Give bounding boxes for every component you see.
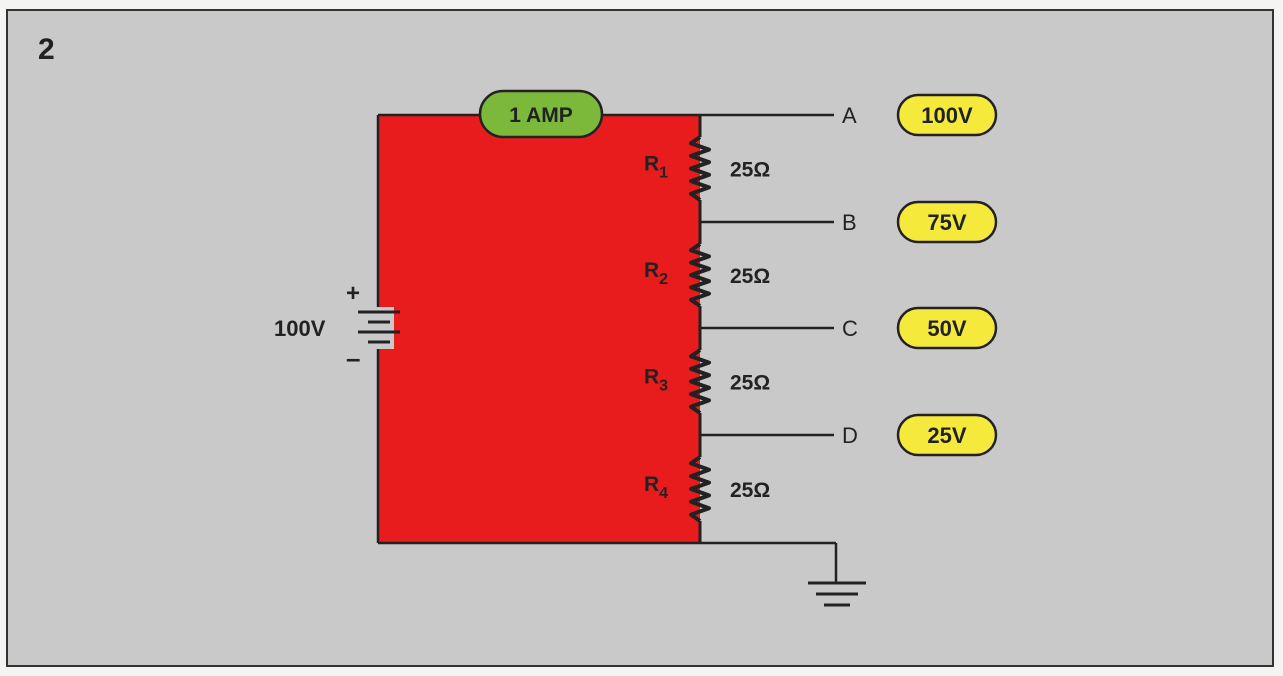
resistor-value: 25Ω	[730, 159, 770, 182]
voltage-badge	[896, 200, 998, 244]
voltage-badge	[896, 306, 998, 350]
current-label: 1 AMP	[509, 104, 572, 127]
tap-voltage-label: 50V	[927, 316, 966, 341]
battery-plus: +	[346, 280, 360, 307]
resistor-name: R3	[644, 366, 668, 395]
resistor-icon	[689, 135, 711, 202]
tap-point-label: D	[842, 423, 858, 448]
resistor-icon	[689, 242, 711, 308]
ground-icon	[808, 581, 866, 607]
tap-point-label: C	[842, 316, 858, 341]
circuit-fill	[378, 115, 700, 543]
resistor-name: R1	[644, 153, 668, 182]
voltage-badge	[896, 93, 998, 137]
current-badge: 1 AMP	[478, 89, 604, 139]
resistor-chain: R1 25Ω R2 25Ω R3 25Ω R4 25Ω A 100V B 75V C 50V D 25V	[644, 93, 998, 543]
figure-number: 2	[38, 33, 55, 66]
resistor-name: R4	[644, 473, 668, 502]
battery-minus: –	[346, 343, 360, 373]
voltage-badge	[896, 413, 998, 457]
resistor-name: R2	[644, 259, 668, 288]
battery-icon	[358, 307, 400, 349]
tap-voltage-label: 75V	[927, 210, 966, 235]
battery-voltage: 100V	[274, 316, 326, 341]
resistor-icon	[689, 455, 711, 523]
tap-point-label: A	[842, 103, 857, 128]
resistor-value: 25Ω	[730, 479, 770, 502]
resistor-value: 25Ω	[730, 265, 770, 288]
tap-point-label: B	[842, 210, 857, 235]
resistor-value: 25Ω	[730, 372, 770, 395]
tap-voltage-label: 25V	[927, 423, 966, 448]
tap-voltage-label: 100V	[921, 103, 973, 128]
resistor-icon	[689, 348, 711, 415]
